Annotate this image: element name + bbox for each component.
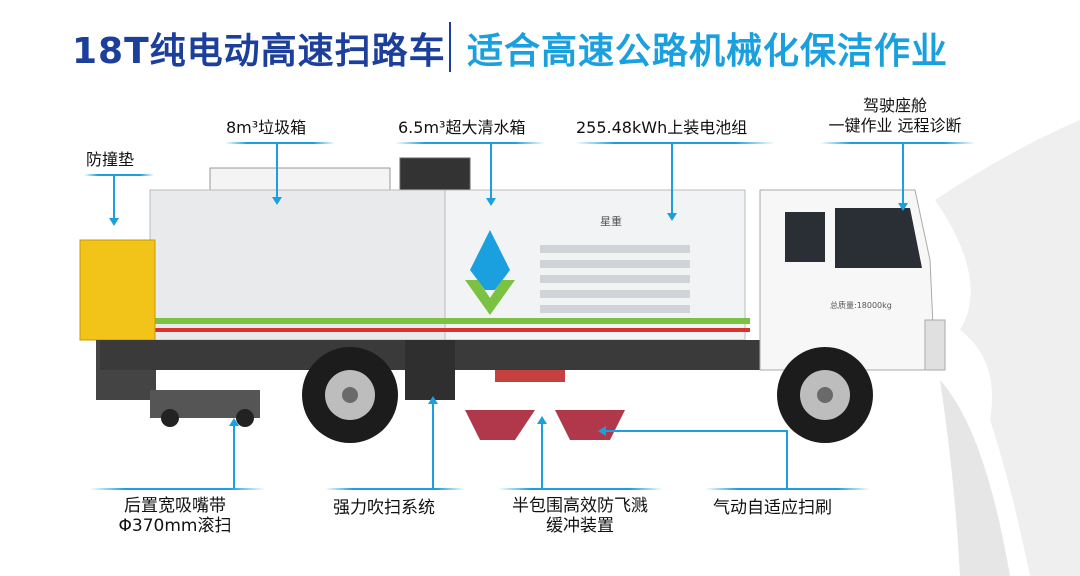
callout-brush-leader	[786, 430, 788, 488]
callout-brush-arrow-icon	[598, 426, 606, 436]
callout-bumper-arrow-icon	[109, 218, 119, 226]
callout-cab: 驾驶座舱 一键作业 远程诊断	[820, 96, 970, 136]
water-drop-logo-icon	[465, 230, 515, 315]
rear-wheel	[302, 347, 398, 443]
callout-blower-underline	[325, 488, 465, 490]
callout-cab-underline	[820, 142, 975, 144]
callout-garbage-bin: 8m³垃圾箱	[226, 118, 307, 137]
slide-header: 18T纯电动高速扫路车 适合高速公路机械化保洁作业	[0, 0, 1080, 90]
callout-blower-arrow-icon	[428, 396, 438, 404]
callout-water-tank: 6.5m³超大清水箱	[398, 118, 526, 137]
callout-suction-line2: Φ370mm滚扫	[118, 516, 232, 536]
callout-garbage-leader	[276, 144, 278, 198]
callout-splash-underline	[498, 488, 663, 490]
callout-splash-line2: 缓冲装置	[546, 516, 614, 536]
sweeper-truck-illustration: 星重 总质量:18000kg	[79, 157, 946, 443]
callout-suction-underline	[90, 488, 265, 490]
callout-cab-line2: 一键作业 远程诊断	[828, 116, 962, 135]
front-wheel	[777, 347, 873, 443]
callout-battery-leader	[671, 144, 673, 214]
callout-bumper-pad: 防撞垫	[86, 150, 135, 169]
callout-garbage-underline	[225, 142, 335, 144]
callout-water-underline	[395, 142, 545, 144]
callout-battery-arrow-icon	[667, 213, 677, 221]
callout-battery-underline	[575, 142, 775, 144]
callout-splash-leader	[541, 424, 543, 488]
callout-water-arrow-icon	[486, 198, 496, 206]
callout-cab-arrow-icon	[898, 203, 908, 211]
page-subtitle: 适合高速公路机械化保洁作业	[467, 31, 949, 72]
title-divider	[449, 22, 451, 72]
callout-splash: 半包围高效防飞溅 缓冲装置	[505, 496, 655, 536]
callout-suction-line1: 后置宽吸嘴带	[124, 496, 226, 516]
callout-blower-leader	[432, 404, 434, 488]
callout-brush-horizontal-leader	[606, 430, 786, 432]
callout-bumper-leader	[113, 176, 115, 220]
callout-splash-line1: 半包围高效防飞溅	[512, 496, 648, 516]
callout-suction-arrow-icon	[229, 418, 239, 426]
callout-splash-arrow-icon	[537, 416, 547, 424]
page-title: 18T纯电动高速扫路车	[72, 31, 446, 72]
brand-label: 星重	[600, 214, 622, 228]
callout-suction: 后置宽吸嘴带 Φ370mm滚扫	[100, 496, 250, 536]
callout-water-leader	[490, 144, 492, 199]
callout-garbage-arrow-icon	[272, 197, 282, 205]
callout-bumper-underline	[84, 174, 154, 176]
callout-blower: 强力吹扫系统	[333, 498, 435, 518]
callout-suction-leader	[233, 426, 235, 488]
weight-label: 总质量:18000kg	[830, 300, 892, 310]
callout-cab-leader	[902, 144, 904, 204]
callout-cab-line1: 驾驶座舱	[862, 96, 927, 115]
callout-brush-underline	[705, 488, 870, 490]
callout-battery-pack: 255.48kWh上装电池组	[576, 118, 748, 137]
callout-brush: 气动自适应扫刷	[713, 498, 832, 518]
